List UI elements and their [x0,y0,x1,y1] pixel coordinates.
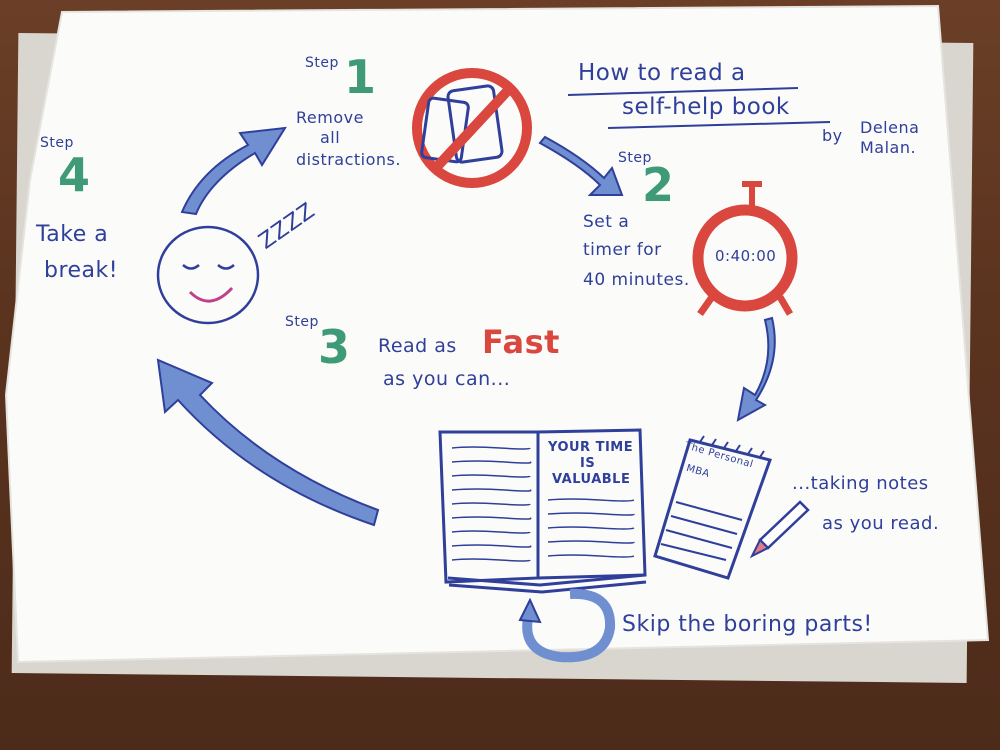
step2-word: Step [618,150,652,166]
step4-word: Step [40,135,74,151]
open-book-icon [438,428,647,594]
step1-word: Step [305,55,339,71]
skip-text: Skip the boring parts! [622,612,873,637]
timer-icon [692,181,798,317]
notes-line-1: ...taking notes [792,473,929,494]
timer-display: 0:40:00 [715,247,777,265]
author-last-name: Malan. [860,138,917,157]
step3-number: 3 [318,320,351,374]
title-underline-2 [607,121,831,129]
step1-line-1: Remove [296,108,364,127]
step3-emphasis-fast: Fast [482,323,560,361]
step2-line-2: timer for [583,240,662,260]
paper-sheet [4,4,990,664]
step2-line-3: 40 minutes. [583,270,690,290]
title-line-1: How to read a [578,60,746,86]
arrow-step4-to-step1 [180,126,287,216]
step3-line-2: as you can... [383,368,511,390]
book-line-3: VALUABLE [552,472,631,487]
arrow-step2-to-step3 [736,316,776,422]
title-line-2: self-help book [622,94,790,120]
step1-line-3: distractions. [296,150,401,169]
skip-circular-arrow-icon [518,588,616,663]
arrow-step3-to-step4 [156,358,380,527]
step4-line-2: break! [44,258,119,283]
notepad-icon [653,435,772,580]
sleeping-face-icon [156,225,260,325]
arrow-step1-to-step2 [538,135,624,196]
title-by: by [822,126,843,145]
step3-line-1: Read as [378,335,457,357]
no-phone-icon [412,68,532,188]
step2-number: 2 [642,158,675,212]
step1-number: 1 [344,50,377,104]
notes-line-2: as you read. [822,513,940,534]
title-underline-1 [567,87,799,96]
book-line-1: YOUR TIME [548,440,634,455]
author-first-name: Delena [860,118,920,137]
step4-number: 4 [58,148,91,202]
book-line-2: IS [580,456,596,471]
step2-line-1: Set a [583,212,630,232]
step1-line-2: all [320,128,341,147]
step4-line-1: Take a [36,222,109,247]
pen-icon [749,500,810,559]
step3-word: Step [285,314,319,330]
